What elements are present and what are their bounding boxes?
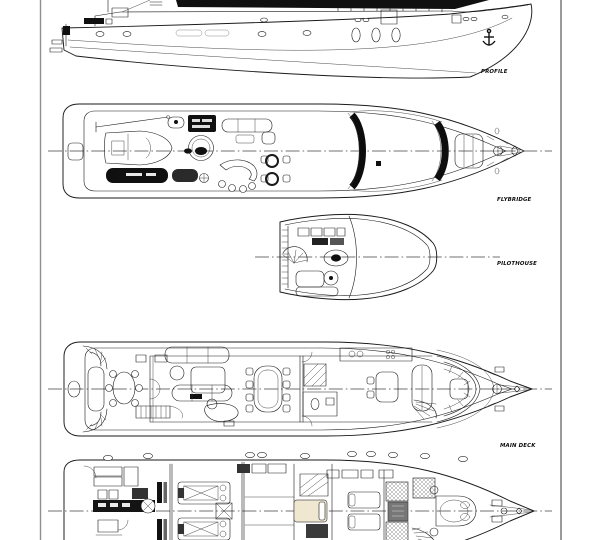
window-mullions [337,7,443,13]
bow-windlass [486,127,523,175]
coffee-table [190,366,226,394]
salon-doors [149,378,161,400]
bulwark-line [84,347,513,431]
tinted-window-band [176,0,489,9]
gearbox [215,502,233,520]
midship-walls [299,351,313,427]
windshield-arcs [347,110,449,192]
windshield-line [451,4,529,13]
main-deck-view: MAIN DECK [48,341,552,449]
helm-console [297,227,346,245]
deck-edge [83,110,507,192]
tank-bulkheads [157,482,167,540]
aft-deck-box [105,18,113,25]
flybridge-label: FLYBRIDGE [497,197,532,203]
bathroom-tile [385,481,409,502]
main-deck-label: MAIN DECK [500,443,536,449]
hull-chine-line [67,17,513,51]
bow-lounge [436,349,495,429]
twin-beds [347,491,381,531]
bathroom-tile [385,521,409,540]
sun-pad [454,133,484,169]
deck-tables [260,154,381,186]
hull-portholes [103,450,468,462]
galley [339,347,433,412]
deckhouse-walls [149,355,433,423]
guest-bed-tan [293,499,328,523]
aft-window-ticks [281,225,289,289]
hull-outline [61,3,533,79]
pilothouse-label: PILOTHOUSE [497,261,537,267]
piano [204,403,239,422]
jetski [106,168,198,183]
stairs-up [135,405,183,419]
bow-locker [489,499,533,523]
vip-cabin [411,485,477,540]
foyer-stairs [413,399,437,420]
lower-deck-view [48,450,552,540]
stairs-down [303,363,327,387]
deckhouse-line [94,10,453,27]
hull-outline [63,341,533,437]
transom-pad [67,142,84,161]
stern-flag-and-platform [49,23,70,53]
deck-door [380,9,398,25]
tender-boat [104,130,173,166]
dining-table [253,365,283,413]
day-head [302,391,338,417]
crane [95,115,170,133]
spiral-stairs [282,246,308,264]
superstructure-outline [279,213,438,301]
helm-pod [188,135,214,161]
aft-deck-seating [87,354,168,412]
engine-room [169,461,245,540]
settee [443,361,477,417]
wet-bar-console [188,115,216,132]
salon-sofa-stbd [171,384,233,402]
portholes [95,9,509,43]
salon-sofa [164,346,230,364]
hull-outline [63,459,535,540]
armchair [169,365,185,381]
anchor-icon [482,28,496,46]
hull-spray-rail [69,46,477,74]
bar-counter [218,159,258,193]
profile-view: PROFILE [49,0,533,79]
cockpit-table [112,371,136,405]
bathroom-tile [412,477,436,499]
flybridge-view: FLYBRIDGE [48,103,552,203]
transom-door [67,380,81,398]
engine-port [177,481,231,505]
crew-quarters [83,465,148,536]
flybridge-sofa [221,118,276,145]
pilothouse-settee [295,270,339,297]
shower-block [387,501,409,522]
aft-corner-stairs [82,345,108,433]
vip-bed [435,495,477,527]
wardrobe-block [306,524,328,538]
mast [107,0,163,18]
inner-outline [284,218,431,296]
guest-cabins [237,463,436,540]
foredeck-fittings [487,366,531,412]
beach-club-door [93,498,156,514]
engine-starboard [177,517,231,540]
vip-stairs [411,527,434,540]
aft-awning-bar [84,18,104,24]
pilothouse-view: PILOTHOUSE [255,213,537,301]
helm-seat [323,249,349,267]
dining-area [245,365,291,413]
lower-stairs [299,473,329,497]
salon-furniture [164,346,239,427]
windshield-base [348,215,357,299]
profile-label: PROFILE [481,69,508,75]
hull-outline [62,103,525,199]
